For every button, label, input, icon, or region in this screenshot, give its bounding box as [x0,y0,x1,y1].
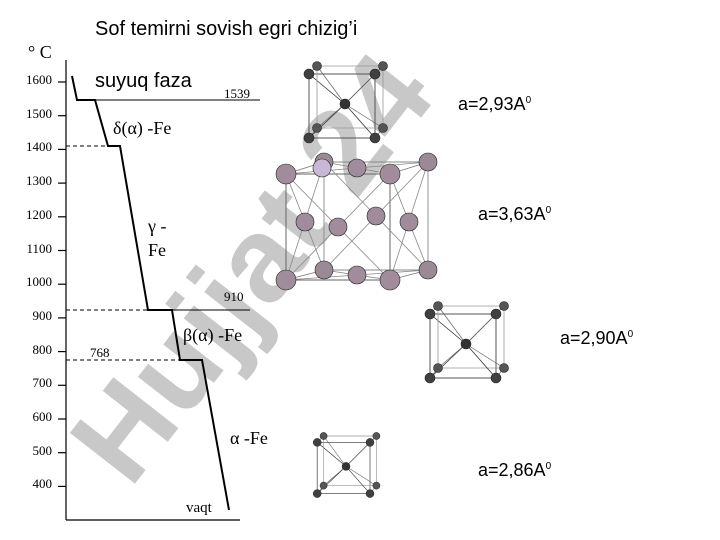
bond [316,466,347,494]
y-tick-label: 800 [32,341,53,357]
atom [433,301,443,311]
liquid-phase-label: suyuq faza [95,70,192,92]
atom [312,438,322,447]
atom [372,481,381,490]
atom [295,212,315,232]
lattice-param-alpha: a=2,86A0 [478,460,552,480]
bond [323,466,347,486]
atom [499,363,509,373]
atom [379,163,401,185]
atom [490,372,502,384]
bond [429,343,467,379]
cooling-curve [71,75,230,511]
bcc-crystal-alpha-icon [312,432,381,498]
bond [308,103,346,139]
temp-1539: 1539 [224,86,250,101]
temp-768: 768 [90,345,110,360]
atom [366,206,386,226]
phase-gamma-1: γ - [148,216,167,236]
atom [378,123,388,133]
atom [372,432,381,440]
bond [316,65,346,105]
atom [339,98,351,110]
bond [316,103,346,129]
phase-gamma-2: Fe [148,240,166,260]
bond [344,103,384,129]
x-axis-label: vaqt [186,500,212,516]
y-tick-label: 700 [32,375,53,391]
bond [344,103,376,139]
atom [433,363,443,373]
atom [490,308,502,320]
tick-marks [58,81,66,487]
atom [460,338,472,350]
phase-alpha: α -Fe [230,428,268,448]
y-tick-label: 1100 [26,240,52,256]
atom [379,269,401,291]
axes [65,60,240,521]
bond [308,73,346,105]
lattice-param-beta: a=2,90A0 [560,328,634,348]
phase-delta: δ(α) -Fe [113,118,172,138]
bond [437,343,467,369]
atom [314,260,334,280]
atom [319,432,328,440]
atom [424,308,436,320]
atom [369,132,381,144]
fcc-crystal-gamma-icon [275,152,438,291]
bcc-crystal-delta-icon [303,61,388,144]
atom [312,489,322,498]
atom [275,269,297,291]
atom [328,217,348,237]
y-tick-label: 1200 [26,206,52,222]
atom [312,158,332,178]
atom [319,481,328,490]
bond [437,305,467,345]
atom [378,61,388,71]
phase-beta: β(α) -Fe [183,325,243,345]
atom [418,152,438,172]
chart-title: Sof temirni sovish egri chizig’i [95,18,358,40]
atom [418,260,438,280]
y-tick-label: 400 [32,476,53,492]
bond [316,442,347,467]
atom [369,68,381,80]
y-tick-label: 1400 [26,139,52,155]
lattice-param-delta: a=2,93A0 [458,94,532,114]
temp-910: 910 [224,289,244,304]
y-axis-unit: ° C [28,42,52,62]
atom [399,212,419,232]
atom [312,123,322,133]
atom [303,68,315,80]
bond [465,343,497,379]
atom [347,158,367,178]
bond [465,343,505,369]
y-tick-label: 1300 [26,173,52,189]
atom [365,438,375,447]
y-tick-label: 1500 [26,105,52,121]
y-tick-label: 1000 [26,274,52,290]
atom [424,372,436,384]
y-tick-label: 600 [32,409,53,424]
bond [345,466,377,486]
bond [323,435,347,467]
bond [429,313,467,345]
y-tick-label: 1600 [26,72,52,87]
atom [341,462,351,471]
bcc-crystal-beta-icon [424,301,509,384]
y-tick-label: 900 [32,307,53,323]
atom [365,489,375,498]
bond [345,466,371,494]
atom [312,61,322,71]
atom [347,265,367,285]
atom [275,163,297,185]
atom [499,301,509,311]
y-tick-label: 500 [32,442,53,458]
lattice-param-gamma: a=3,63A0 [478,204,552,224]
atom [303,132,315,144]
